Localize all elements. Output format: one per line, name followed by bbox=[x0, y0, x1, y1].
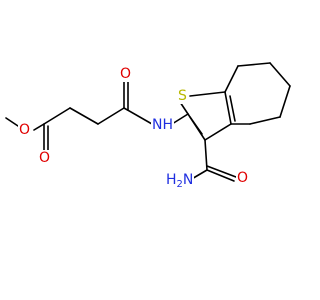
carboxamide-n-label: H2N bbox=[165, 172, 195, 190]
thiophene-c7a-c3a-bond bbox=[224, 91, 232, 125]
chain-bond-1 bbox=[43, 107, 71, 125]
thiophene-s-c7a-bond bbox=[189, 91, 226, 97]
thiophene-c3-c2-inner-bond bbox=[189, 116, 203, 135]
n-thiophene-bond bbox=[171, 113, 189, 125]
cyclohexene-bond-4 bbox=[279, 85, 291, 118]
thiophene-c3a-c3-bond bbox=[204, 123, 232, 141]
cyclohexene-bond-3 bbox=[269, 62, 291, 87]
cyclohexene-bond-5 bbox=[249, 116, 281, 125]
ester-oxygen-double-label: O bbox=[38, 150, 52, 166]
molecule-bonds bbox=[5, 62, 291, 182]
ester-oxygen-single-label: O bbox=[18, 122, 32, 138]
carboxamide-carbonyl-bond-1 bbox=[206, 169, 235, 182]
thiophene-c7a-c3a-inner-bond bbox=[229, 95, 236, 122]
amide-c-n-bond bbox=[123, 107, 153, 125]
ester-o-c-bond bbox=[33, 123, 45, 131]
amide-nh-label: NH bbox=[151, 117, 174, 133]
amide-oxygen-label: O bbox=[119, 66, 133, 82]
carboxamide-c-bond bbox=[204, 139, 208, 171]
chain-bond-2 bbox=[69, 107, 99, 125]
structure-canvas: O O O NH S H2N O bbox=[5, 62, 291, 190]
carboxamide-h-count: 2 bbox=[176, 179, 183, 190]
thiophene-sulfur-label: S bbox=[177, 88, 188, 104]
cyclohexene-bond-2 bbox=[237, 62, 271, 67]
carboxamide-carbonyl-bond-2 bbox=[206, 165, 237, 178]
cyclohexene-bond-1 bbox=[224, 65, 239, 93]
carboxamide-oxygen-label: O bbox=[236, 170, 250, 186]
chain-bond-3 bbox=[97, 107, 125, 125]
methyl-bond bbox=[5, 117, 19, 127]
carboxamide-n-text: N bbox=[182, 172, 194, 188]
carboxamide-h-text: H bbox=[166, 172, 177, 188]
